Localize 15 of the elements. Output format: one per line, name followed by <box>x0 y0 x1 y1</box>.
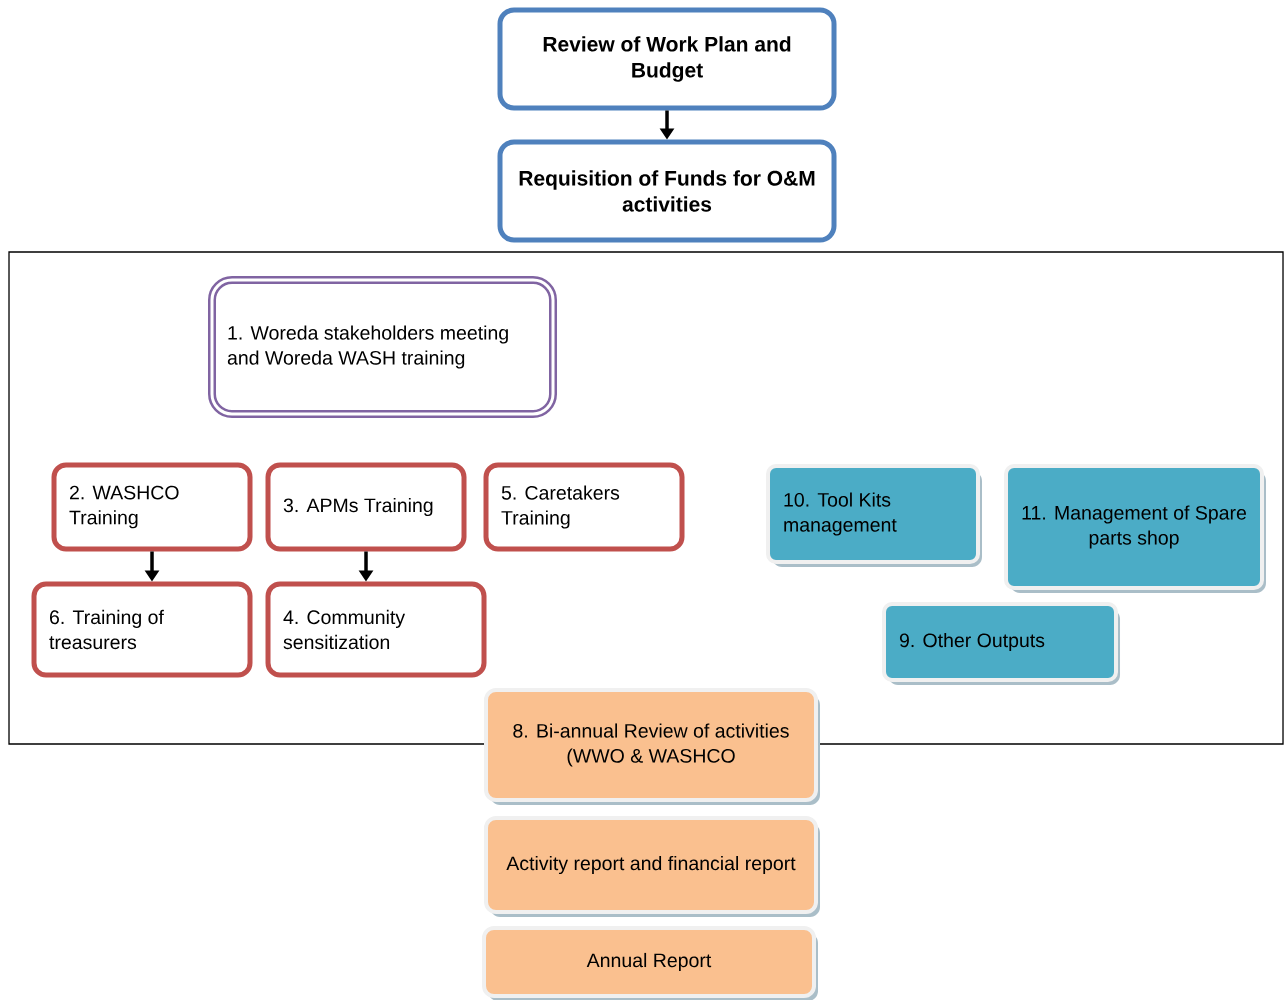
process-box: 1. Woreda stakeholders meeting and Woreda WASH training <box>208 276 557 418</box>
process-box: 2. WASHCO Training <box>51 462 253 552</box>
process-box: 3. APMs Training <box>265 462 467 552</box>
process-box: 9. Other Outputs <box>882 602 1120 685</box>
process-box: Requisition of Funds for O&M activities <box>497 139 837 243</box>
process-box: 6. Training of treasurers <box>31 581 253 678</box>
process-box: 4. Community sensitization <box>265 581 487 678</box>
process-box: 5. Caretakers Training <box>483 462 685 552</box>
process-box: 11. Management of Spare parts shop <box>1004 464 1266 593</box>
process-box: Review of Work Plan and Budget <box>497 7 837 111</box>
process-box: Annual Report <box>482 926 818 1000</box>
process-box: 10. Tool Kits management <box>766 464 982 567</box>
process-box: Activity report and financial report <box>484 816 820 917</box>
group-frame <box>8 251 1284 745</box>
process-box: 8. Bi-annual Review of activities (WWO & WASHCO <box>484 688 820 805</box>
